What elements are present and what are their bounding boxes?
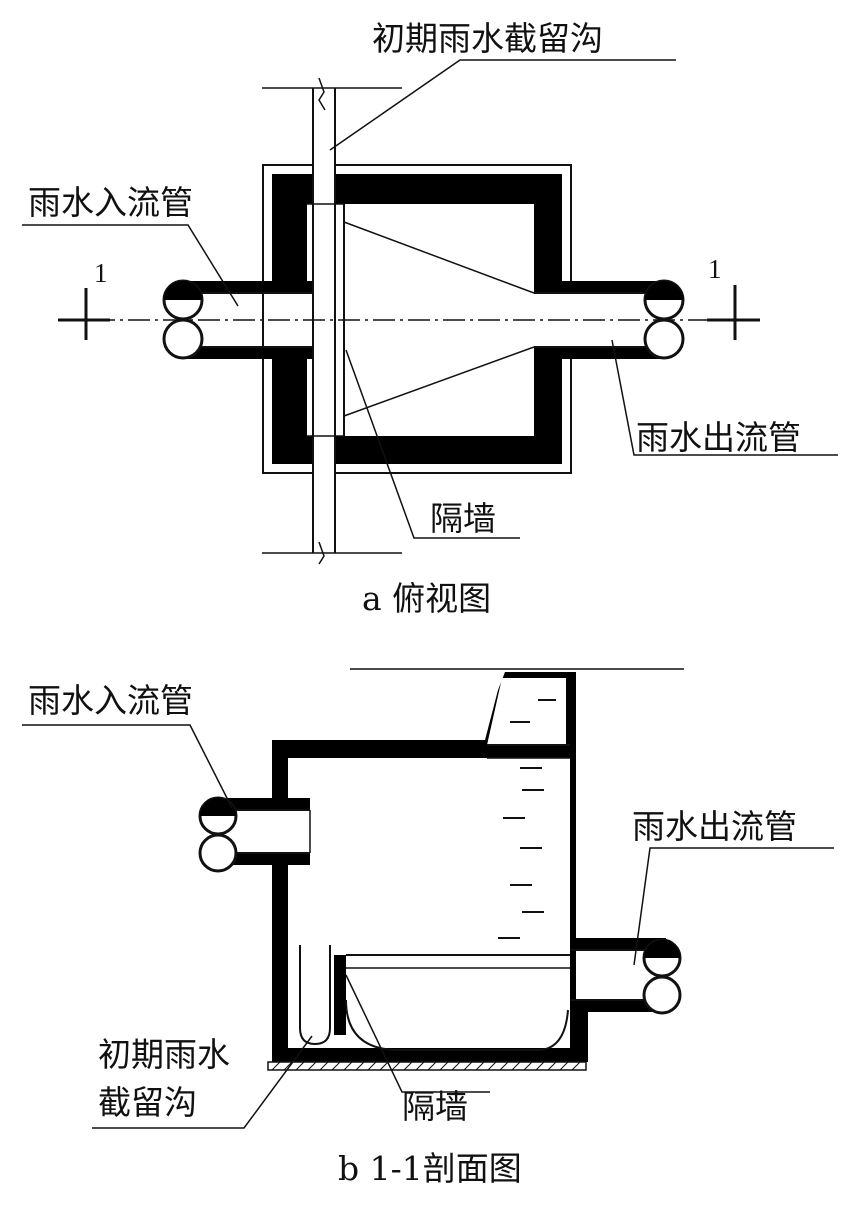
outflow-pipe-wall-bottom: [534, 347, 664, 359]
section-leader-partition: [345, 974, 490, 1093]
section-outflow-pipe-wall-bottom: [576, 1000, 666, 1012]
section-mark-right: 1: [707, 254, 760, 340]
section-interception-trench: [299, 945, 331, 1046]
section-label-trench-line1: 初期雨水: [98, 1035, 230, 1074]
section-label-outflow-pipe: 雨水出流管: [632, 807, 797, 846]
inflow-pipe-end-bottom: [162, 318, 204, 360]
label-inflow-pipe: 雨水入流管: [28, 183, 193, 222]
outflow-pipe-wall-top: [534, 281, 664, 293]
label-outflow-pipe: 雨水出流管: [636, 418, 801, 457]
leader-inflow-pipe: [22, 224, 239, 307]
label-interception-trench: 初期雨水截留沟: [372, 19, 603, 58]
section-inflow-pipe-end-bottom: [198, 833, 238, 873]
caption-plan-view: a 俯视图: [362, 579, 491, 618]
inflow-pipe-wall-top: [183, 281, 325, 293]
leader-partition-wall: [345, 349, 520, 539]
section-leader-trench: [92, 1035, 313, 1129]
caption-section-view: b 1-1剖面图: [338, 1149, 522, 1188]
svg-text:1: 1: [94, 258, 108, 288]
water-level-marks: [498, 699, 556, 939]
plan-view: 1 1 初期雨水截留沟 雨水入流管 雨水出流管 隔墙 a 俯视图: [22, 19, 838, 618]
outflow-pipe-end-bottom: [643, 318, 685, 360]
section-leader-inflow-pipe: [22, 724, 233, 809]
section-inflow-pipe-wall-bottom: [215, 853, 310, 865]
ground-base: [267, 1061, 587, 1071]
section-label-inflow-pipe: 雨水入流管: [28, 681, 193, 720]
section-outflow-pipe-wall-top: [576, 938, 666, 950]
section-outflow-pipe-end-bottom: [642, 975, 682, 1015]
section-label-partition-wall: 隔墙: [402, 1087, 468, 1126]
svg-text:1: 1: [708, 254, 722, 284]
upper-shaft: [487, 678, 566, 745]
section-mark-left: 1: [58, 258, 110, 340]
leader-interception-trench: [329, 59, 676, 151]
section-leader-outflow-pipe: [633, 847, 834, 966]
section-inflow-pipe-wall-top: [215, 798, 310, 810]
section-label-trench-line2: 截留沟: [98, 1083, 197, 1122]
leader-outflow-pipe: [611, 339, 838, 456]
section-view: 雨水入流管 雨水出流管 初期雨水 截留沟 隔墙 b 1-1剖面图: [22, 668, 834, 1188]
label-partition-wall: 隔墙: [430, 499, 496, 538]
section-partition-wall: [334, 955, 346, 1035]
chamber-wall: [272, 174, 562, 464]
inflow-pipe-wall-bottom: [183, 347, 325, 359]
